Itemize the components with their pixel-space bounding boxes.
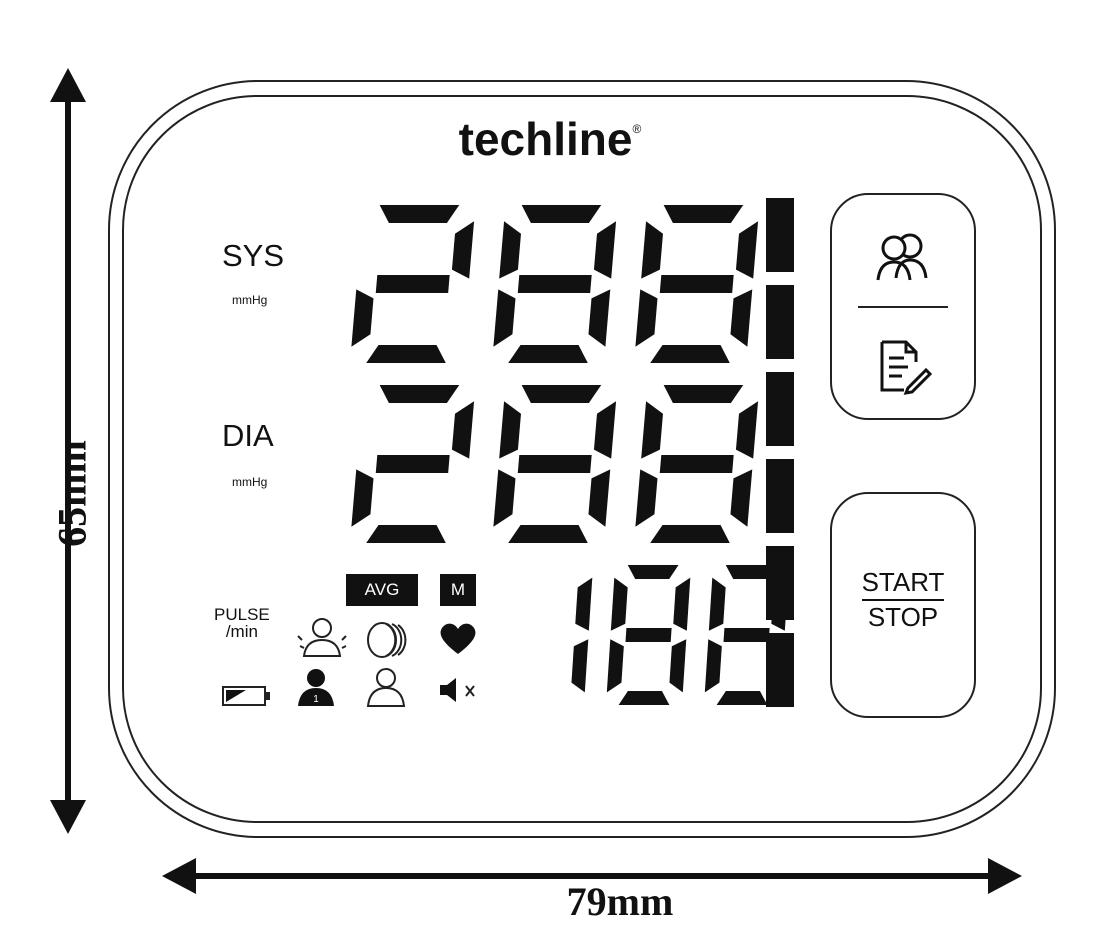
lcd-segment-c <box>730 289 753 347</box>
device-outer-outline <box>108 80 1056 838</box>
dia-reading-digit-3 <box>635 385 759 543</box>
lcd-segment-d <box>366 525 446 543</box>
lcd-segment-a <box>521 385 602 403</box>
sys-reading-digit-3 <box>635 205 759 363</box>
level-bar-segment <box>766 546 794 620</box>
memo-edit-icon[interactable] <box>878 338 933 395</box>
sound-off-icon <box>440 678 475 702</box>
lcd-segment-f <box>610 577 628 631</box>
lcd-segment-e <box>635 469 658 527</box>
stop-label: STOP <box>867 602 939 632</box>
memory-badge: M <box>440 574 476 606</box>
lcd-segment-f <box>708 577 726 631</box>
lcd-segment-c <box>571 639 589 693</box>
lcd-segment-g <box>659 275 734 293</box>
sys-unit-label: mmHg <box>232 293 268 307</box>
lcd-segment-a <box>663 385 744 403</box>
width-dimension-label: 79mm <box>566 879 674 924</box>
button-divider <box>858 306 948 308</box>
users-icon[interactable] <box>866 232 938 282</box>
dia-reading-digit-2 <box>493 385 617 543</box>
svg-text:1: 1 <box>313 694 319 705</box>
level-bar-segment <box>766 198 794 272</box>
lcd-segment-d <box>618 691 670 705</box>
lcd-segment-c <box>669 639 687 693</box>
sys-reading-digit-2 <box>493 205 617 363</box>
lcd-segment-a <box>663 205 744 223</box>
lcd-segment-d <box>650 345 730 363</box>
start-stop-button[interactable] <box>830 492 976 718</box>
battery-low-icon <box>222 686 270 706</box>
irregular-heartbeat-icon <box>367 622 407 658</box>
pulse-reading-digit-2 <box>606 565 691 705</box>
lcd-segment-e <box>704 639 722 693</box>
lcd-segment-a <box>725 565 777 579</box>
lcd-segment-f <box>641 221 663 279</box>
lcd-segment-d <box>508 345 588 363</box>
dia-reading-digit-1 <box>351 385 475 543</box>
level-bar-segment <box>766 459 794 533</box>
lcd-segment-f <box>641 401 663 459</box>
lcd-segment-e <box>606 639 624 693</box>
level-bar-segment <box>766 633 794 707</box>
lcd-segment-g <box>375 275 450 293</box>
lcd-segment-a <box>521 205 602 223</box>
heart-icon <box>440 623 476 654</box>
sys-label: SYS <box>222 238 285 273</box>
lcd-segment-e <box>351 469 374 527</box>
lcd-segment-d <box>650 525 730 543</box>
dia-label: DIA <box>222 418 274 453</box>
lcd-segment-g <box>517 275 592 293</box>
lcd-segment-e <box>351 289 374 347</box>
pulse-reading-digit-1 <box>571 577 593 693</box>
lcd-segment-f <box>499 401 521 459</box>
start-stop-label: START STOP <box>852 566 954 634</box>
lcd-segment-b <box>593 401 617 459</box>
lcd-segment-c <box>588 289 611 347</box>
lcd-segment-f <box>499 221 521 279</box>
device-inner-outline <box>122 95 1042 823</box>
avg-badge: AVG <box>346 574 418 606</box>
lcd-segment-b <box>451 221 475 279</box>
level-bar-segment <box>766 285 794 359</box>
lcd-segment-g <box>375 455 450 473</box>
lcd-segment-e <box>493 289 516 347</box>
lcd-segment-d <box>366 345 446 363</box>
lcd-segment-g <box>723 628 770 642</box>
lcd-segment-d <box>508 525 588 543</box>
pulse-unit: /min <box>225 622 258 641</box>
registered-mark: ® <box>632 121 642 136</box>
pulse-text: PULSE <box>214 605 270 624</box>
user-1-icon: 1 <box>298 669 334 706</box>
lcd-segment-a <box>627 565 679 579</box>
lcd-segment-b <box>735 401 759 459</box>
body-movement-icon <box>297 618 347 657</box>
lcd-segment-d <box>716 691 768 705</box>
dia-unit-label: mmHg <box>232 475 268 489</box>
lcd-segment-e <box>635 289 658 347</box>
lcd-segment-e <box>493 469 516 527</box>
lcd-segment-b <box>575 577 593 631</box>
lcd-segment-b <box>673 577 691 631</box>
lcd-segment-g <box>517 455 592 473</box>
lcd-segment-b <box>735 221 759 279</box>
lcd-segment-a <box>379 385 460 403</box>
lcd-segment-b <box>593 221 617 279</box>
lcd-segment-a <box>379 205 460 223</box>
level-bar-segment <box>766 372 794 446</box>
lcd-segment-b <box>451 401 475 459</box>
lcd-segment-g <box>659 455 734 473</box>
brand-name: techline <box>458 113 633 165</box>
lcd-segment-c <box>588 469 611 527</box>
user-2-icon <box>366 668 406 707</box>
pulse-label: PULSE /min <box>214 606 270 640</box>
lcd-segment-g <box>625 628 672 642</box>
start-label: START <box>861 566 945 601</box>
brand-logo: techline® <box>430 112 670 166</box>
sys-reading-digit-1 <box>351 205 475 363</box>
lcd-segment-c <box>730 469 753 527</box>
